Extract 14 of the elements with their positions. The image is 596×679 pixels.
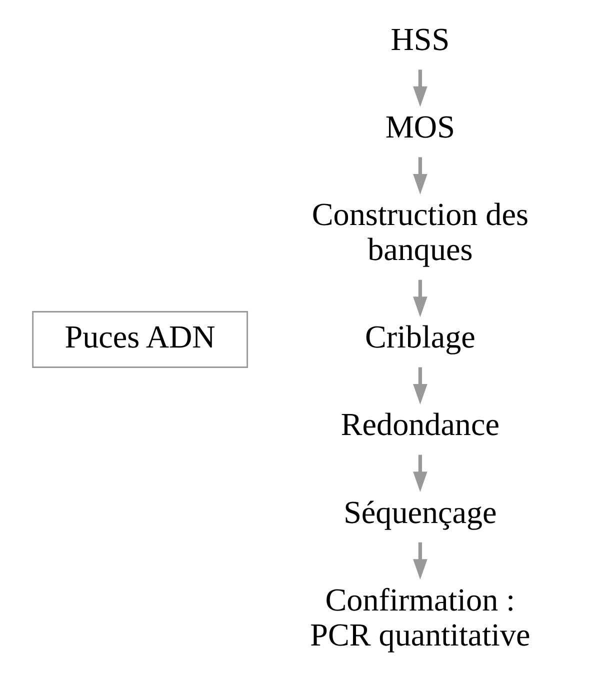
arrow — [413, 280, 428, 318]
node-text: HSS — [390, 21, 450, 58]
node-text: Redondance — [340, 406, 500, 442]
node-text: Construction des banques — [312, 196, 528, 268]
node-text: Séquençage — [344, 494, 497, 530]
arrow — [413, 367, 428, 404]
node-text: Criblage — [364, 318, 476, 355]
arrow — [413, 454, 428, 492]
node-text: Confirmation : PCR quantitative — [310, 581, 530, 652]
arrow — [413, 157, 428, 194]
node-box: Puces ADN — [32, 311, 248, 368]
node-text: MOS — [385, 108, 455, 145]
arrow — [413, 70, 428, 107]
arrow — [413, 542, 428, 580]
